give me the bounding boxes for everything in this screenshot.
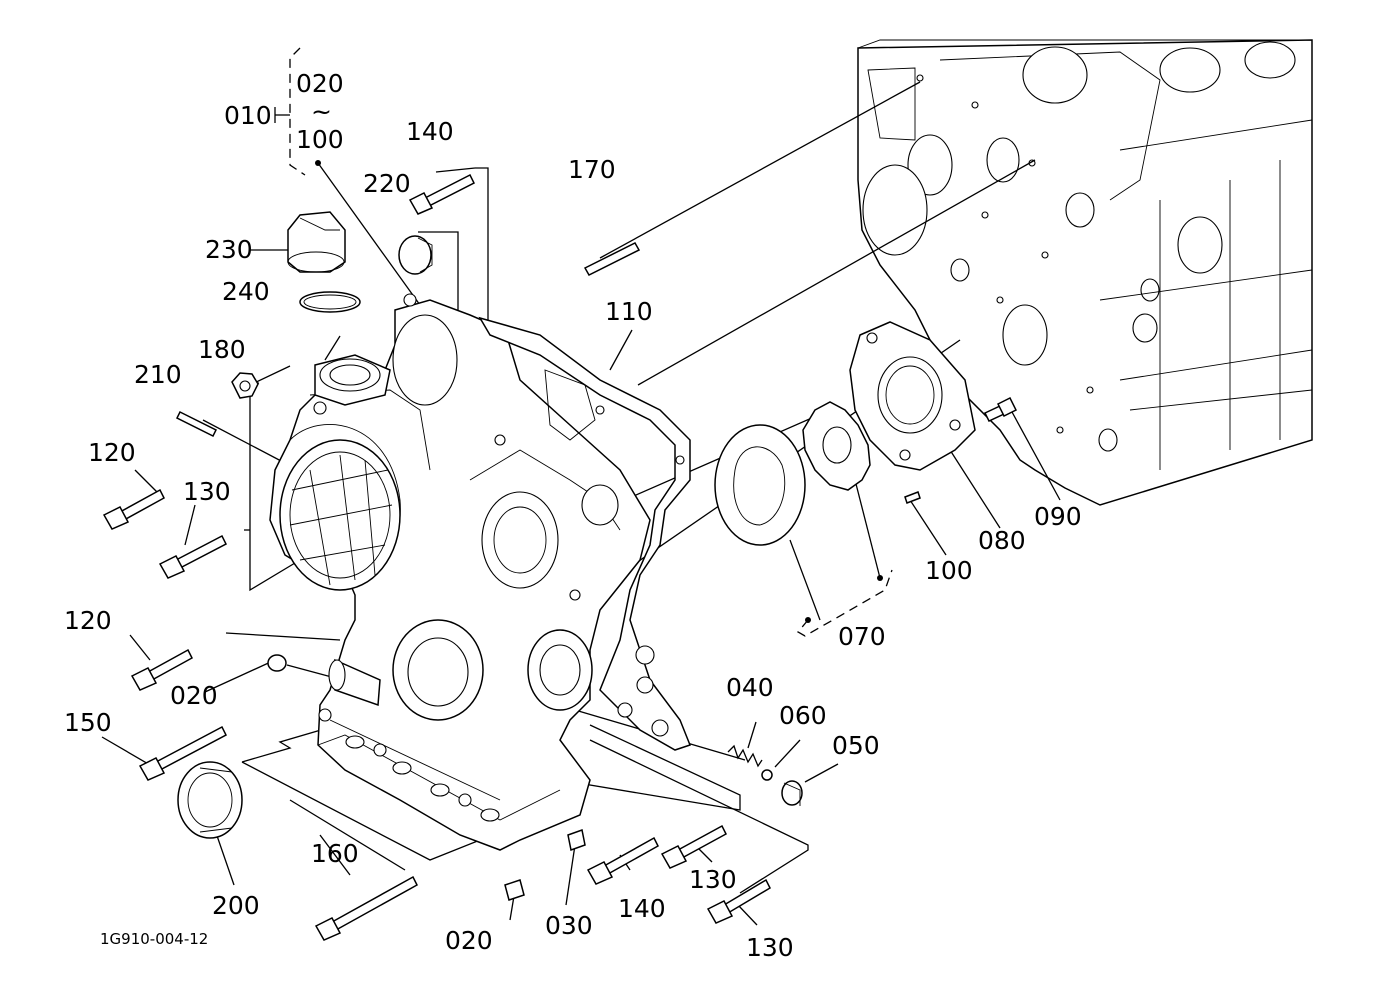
plug-030 (567, 829, 586, 851)
label-180: 180 (198, 335, 246, 364)
label-160: 160 (311, 839, 359, 868)
bolt-130-bottom (706, 878, 771, 924)
label-080: 080 (978, 526, 1026, 555)
plug-020-left (267, 654, 287, 672)
label-120-upper: 120 (88, 438, 136, 467)
bolt-120-upper (102, 488, 165, 530)
group-range-mark: ~ (311, 97, 332, 126)
oil-seal (177, 761, 243, 839)
bolt-120-lower (130, 648, 193, 691)
bolt-130-left (158, 534, 228, 579)
label-140-bottom: 140 (618, 894, 666, 923)
relief-plug (781, 780, 803, 806)
label-070: 070 (838, 622, 886, 651)
label-140-top: 140 (406, 117, 454, 146)
drawing-code: 1G910-004-12 (100, 930, 208, 948)
label-210: 210 (134, 360, 182, 389)
label-200: 200 (212, 891, 260, 920)
group-range-end: 100 (296, 125, 344, 154)
bolt-130-mid (660, 824, 727, 869)
group-bracket (274, 47, 306, 176)
bolt-090 (983, 396, 1018, 422)
engine-block (857, 39, 1313, 506)
label-040: 040 (726, 673, 774, 702)
oil-pump-cover (849, 321, 976, 471)
label-020-bottom: 020 (445, 926, 493, 955)
relief-ball (761, 769, 773, 781)
oil-pump-inner-rotor (802, 401, 871, 491)
label-220: 220 (363, 169, 411, 198)
group-label: 010 (224, 101, 272, 130)
label-240: 240 (222, 277, 270, 306)
bolt-140-top (408, 173, 476, 215)
gear-case (269, 293, 651, 851)
bolt-140-bottom (586, 836, 659, 885)
bolt-160 (314, 875, 418, 941)
stud-210 (175, 410, 218, 438)
oil-pump-outer-rotor (714, 424, 806, 546)
o-ring (299, 291, 361, 313)
label-130-left: 130 (183, 477, 231, 506)
leader-dots (315, 160, 883, 623)
label-130-mid: 130 (689, 865, 737, 894)
relief-spring (727, 744, 763, 768)
stud-170 (583, 242, 641, 276)
label-150: 150 (64, 708, 112, 737)
dowel-pin (904, 491, 921, 504)
label-100: 100 (925, 556, 973, 585)
label-050: 050 (832, 731, 880, 760)
label-170: 170 (568, 155, 616, 184)
label-230: 230 (205, 235, 253, 264)
gasket (478, 316, 691, 751)
label-110: 110 (605, 297, 653, 326)
bolt-150 (138, 725, 227, 781)
label-060: 060 (779, 701, 827, 730)
plug-220 (398, 235, 433, 275)
nut-180 (231, 372, 259, 399)
label-020-left: 020 (170, 681, 218, 710)
label-090: 090 (1034, 502, 1082, 531)
label-030: 030 (545, 911, 593, 940)
label-130-bottom: 130 (746, 933, 794, 962)
group-range-start: 020 (296, 69, 344, 98)
plug-020-bottom (504, 879, 525, 901)
filler-cap (287, 211, 346, 273)
label-120-lower: 120 (64, 606, 112, 635)
